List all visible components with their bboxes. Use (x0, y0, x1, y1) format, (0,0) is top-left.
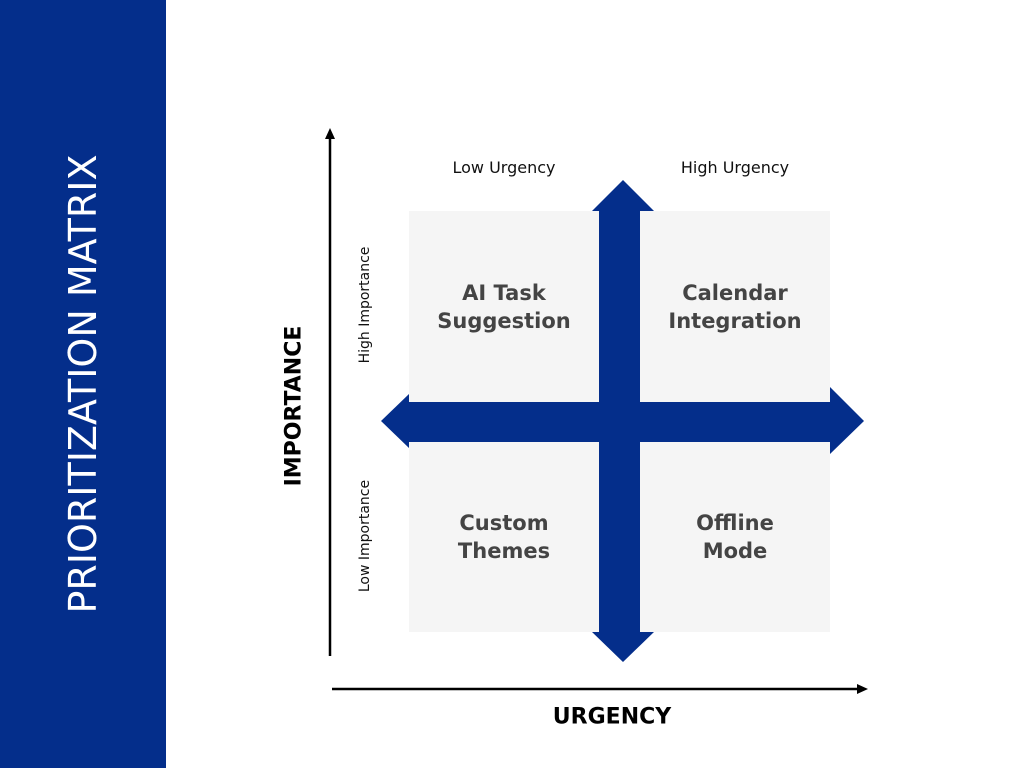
y-axis-title: IMPORTANCE (281, 325, 307, 487)
quadrant-low-urgency-low-importance: Custom Themes (409, 442, 599, 632)
row-label-high-importance: High Importance (357, 246, 373, 364)
quadrant-high-urgency-high-importance: Calendar Integration (640, 211, 830, 402)
quadrant-low-urgency-high-importance: AI Task Suggestion (409, 211, 599, 402)
sidebar-banner: PRIORITIZATION MATRIX (0, 0, 166, 768)
quadrant-label: Offline Mode (696, 511, 774, 563)
quadrant-label: Calendar Integration (668, 280, 802, 333)
quadrant-high-urgency-low-importance: Offline Mode (640, 442, 830, 632)
quadrant-label: AI Task Suggestion (437, 280, 571, 333)
horizontal-divider-arrow (381, 387, 864, 454)
x-axis-title: URGENCY (552, 704, 672, 730)
row-label-low-importance: Low Importance (357, 479, 373, 593)
quadrant-label: Custom Themes (457, 511, 551, 563)
column-label-high-urgency: High Urgency (680, 158, 790, 177)
y-axis-arrowhead-icon (325, 128, 335, 139)
x-axis-arrowhead-icon (857, 684, 868, 694)
column-label-low-urgency: Low Urgency (452, 158, 556, 177)
